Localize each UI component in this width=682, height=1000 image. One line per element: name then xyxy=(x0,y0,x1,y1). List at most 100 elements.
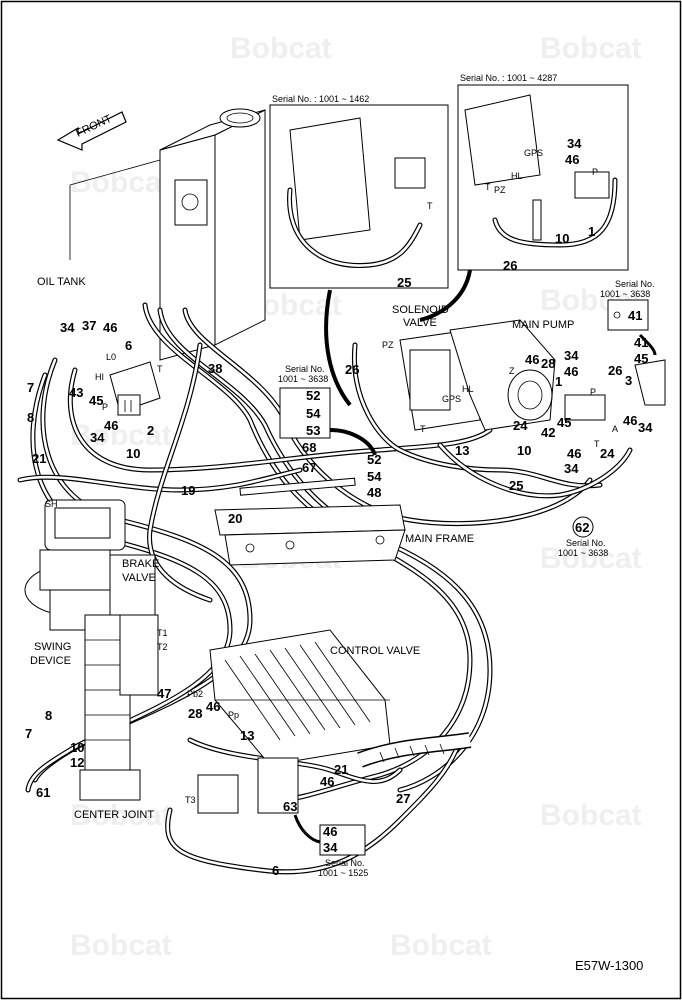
callout-48: 48 xyxy=(367,485,381,500)
center-joint-label: CENTER JOINT xyxy=(74,809,154,821)
callout-3: 3 xyxy=(625,373,632,388)
callout-52: 52 xyxy=(367,452,381,467)
port-t: T xyxy=(427,201,433,211)
callout-67: 67 xyxy=(302,460,316,475)
swing-device-label-2: DEVICE xyxy=(30,655,71,667)
callout-10: 10 xyxy=(517,443,531,458)
callout-10: 10 xyxy=(555,231,569,246)
brake-valve-label-1: BRAKE xyxy=(122,558,159,570)
swing-device: BRAKE VALVE SWING DEVICE xyxy=(24,499,159,667)
link-line xyxy=(293,814,321,844)
callout-46: 46 xyxy=(206,699,220,714)
link-line xyxy=(324,289,352,407)
callout-6: 6 xyxy=(272,863,279,878)
callout-61: 61 xyxy=(36,785,50,800)
callout-47: 47 xyxy=(157,686,171,701)
callout-12: 12 xyxy=(70,755,84,770)
watermark-text: Bobcat xyxy=(70,929,172,962)
callout-45: 45 xyxy=(89,393,103,408)
callout-46: 46 xyxy=(564,364,578,379)
callout-2: 2 xyxy=(147,423,154,438)
solenoid-valve-left xyxy=(109,361,161,416)
port-pz: PZ xyxy=(494,185,506,195)
oil-tank-label: OIL TANK xyxy=(37,276,86,288)
port-z: Z xyxy=(509,366,515,376)
callout-46: 46 xyxy=(320,774,334,789)
bundle-sleeve xyxy=(357,732,472,768)
drawing-code: E57W-1300 xyxy=(575,958,643,973)
inset-serial-line-1: Serial No. xyxy=(615,279,655,289)
port-t: T xyxy=(485,182,491,192)
callout-34: 34 xyxy=(567,136,582,151)
hose-bundle xyxy=(17,302,633,875)
inset-serial-line-2: 1001 ~ 3638 xyxy=(278,374,328,384)
control-valve-label: CONTROL VALVE xyxy=(330,645,420,657)
inset-serial-1462: Serial No. : 1001 ~ 1462 T 25 xyxy=(269,94,449,290)
main-frame: MAIN FRAME xyxy=(214,477,474,566)
watermark-text: Bobcat xyxy=(540,542,642,575)
callout-26: 26 xyxy=(503,258,517,273)
t3-block xyxy=(197,757,299,814)
callout-8: 8 xyxy=(27,410,34,425)
port-pz: PZ xyxy=(382,340,394,350)
watermark-text: Bobcat xyxy=(540,32,642,65)
brake-valve-label-2: VALVE xyxy=(122,572,156,584)
link-line xyxy=(419,269,472,322)
callout-13: 13 xyxy=(240,728,254,743)
callout-8: 8 xyxy=(45,708,52,723)
callout-26: 26 xyxy=(608,363,622,378)
port-t: T xyxy=(594,439,600,449)
callout-21: 21 xyxy=(32,451,46,466)
port-t2: T2 xyxy=(157,642,168,652)
callout-24: 24 xyxy=(513,418,528,433)
callout-34: 34 xyxy=(323,840,338,855)
callout-6: 6 xyxy=(125,338,132,353)
inset-serial-line-2: 1001 ~ 1525 xyxy=(318,868,368,878)
main-pump-label: MAIN PUMP xyxy=(512,319,574,331)
callout-34: 34 xyxy=(90,430,105,445)
port-gps: GPS xyxy=(524,148,543,158)
callout-46: 46 xyxy=(525,352,539,367)
callout-38: 38 xyxy=(208,361,222,376)
callout-25: 25 xyxy=(509,478,523,493)
callout-25: 25 xyxy=(397,275,411,290)
callout-28: 28 xyxy=(541,356,555,371)
callout-26: 26 xyxy=(345,362,359,377)
callout-24: 24 xyxy=(600,446,615,461)
watermark-text: Bobcat xyxy=(70,799,172,832)
callout-7: 7 xyxy=(27,380,34,395)
inset-serial-line-2: 1001 ~ 3638 xyxy=(600,289,650,299)
callout-41: 41 xyxy=(634,335,648,350)
link-line xyxy=(329,428,377,456)
callout-28: 28 xyxy=(188,706,202,721)
link-line xyxy=(638,333,657,356)
solenoid-valve-label-1: SOLENOID xyxy=(392,304,449,316)
inset-serial-text: Serial No. : 1001 ~ 4287 xyxy=(460,73,557,83)
inset-serial-line-1: Serial No. xyxy=(285,364,325,374)
callout-1: 1 xyxy=(555,374,562,389)
port-p: P xyxy=(590,387,596,397)
callout-46: 46 xyxy=(565,152,579,167)
callout-54: 54 xyxy=(306,406,321,421)
port-t: T xyxy=(157,364,163,374)
callout-37: 37 xyxy=(82,318,96,333)
callout-27: 27 xyxy=(396,791,410,806)
serial-62-line-2: 1001 ~ 3638 xyxy=(558,548,608,558)
callout-45: 45 xyxy=(634,351,648,366)
callout-34: 34 xyxy=(638,420,653,435)
callout-19: 19 xyxy=(181,483,195,498)
port-t: T xyxy=(420,424,426,434)
callout-52: 52 xyxy=(306,388,320,403)
callout-68: 68 xyxy=(302,440,316,455)
inset-41: Serial No. 1001 ~ 3638 41 xyxy=(600,279,655,331)
callout-46: 46 xyxy=(104,418,118,433)
callout-46: 46 xyxy=(103,320,117,335)
port-hl: HL xyxy=(511,171,523,181)
inset-serial-4287: Serial No. : 1001 ~ 4287 GPS HL T PZ P 3… xyxy=(457,73,629,273)
callout-62-circle xyxy=(572,516,594,538)
callout-46: 46 xyxy=(623,413,637,428)
callout-7: 7 xyxy=(25,726,32,741)
callout-53: 53 xyxy=(306,423,320,438)
port-sh: SH xyxy=(45,499,58,509)
port-p: P xyxy=(592,167,598,177)
